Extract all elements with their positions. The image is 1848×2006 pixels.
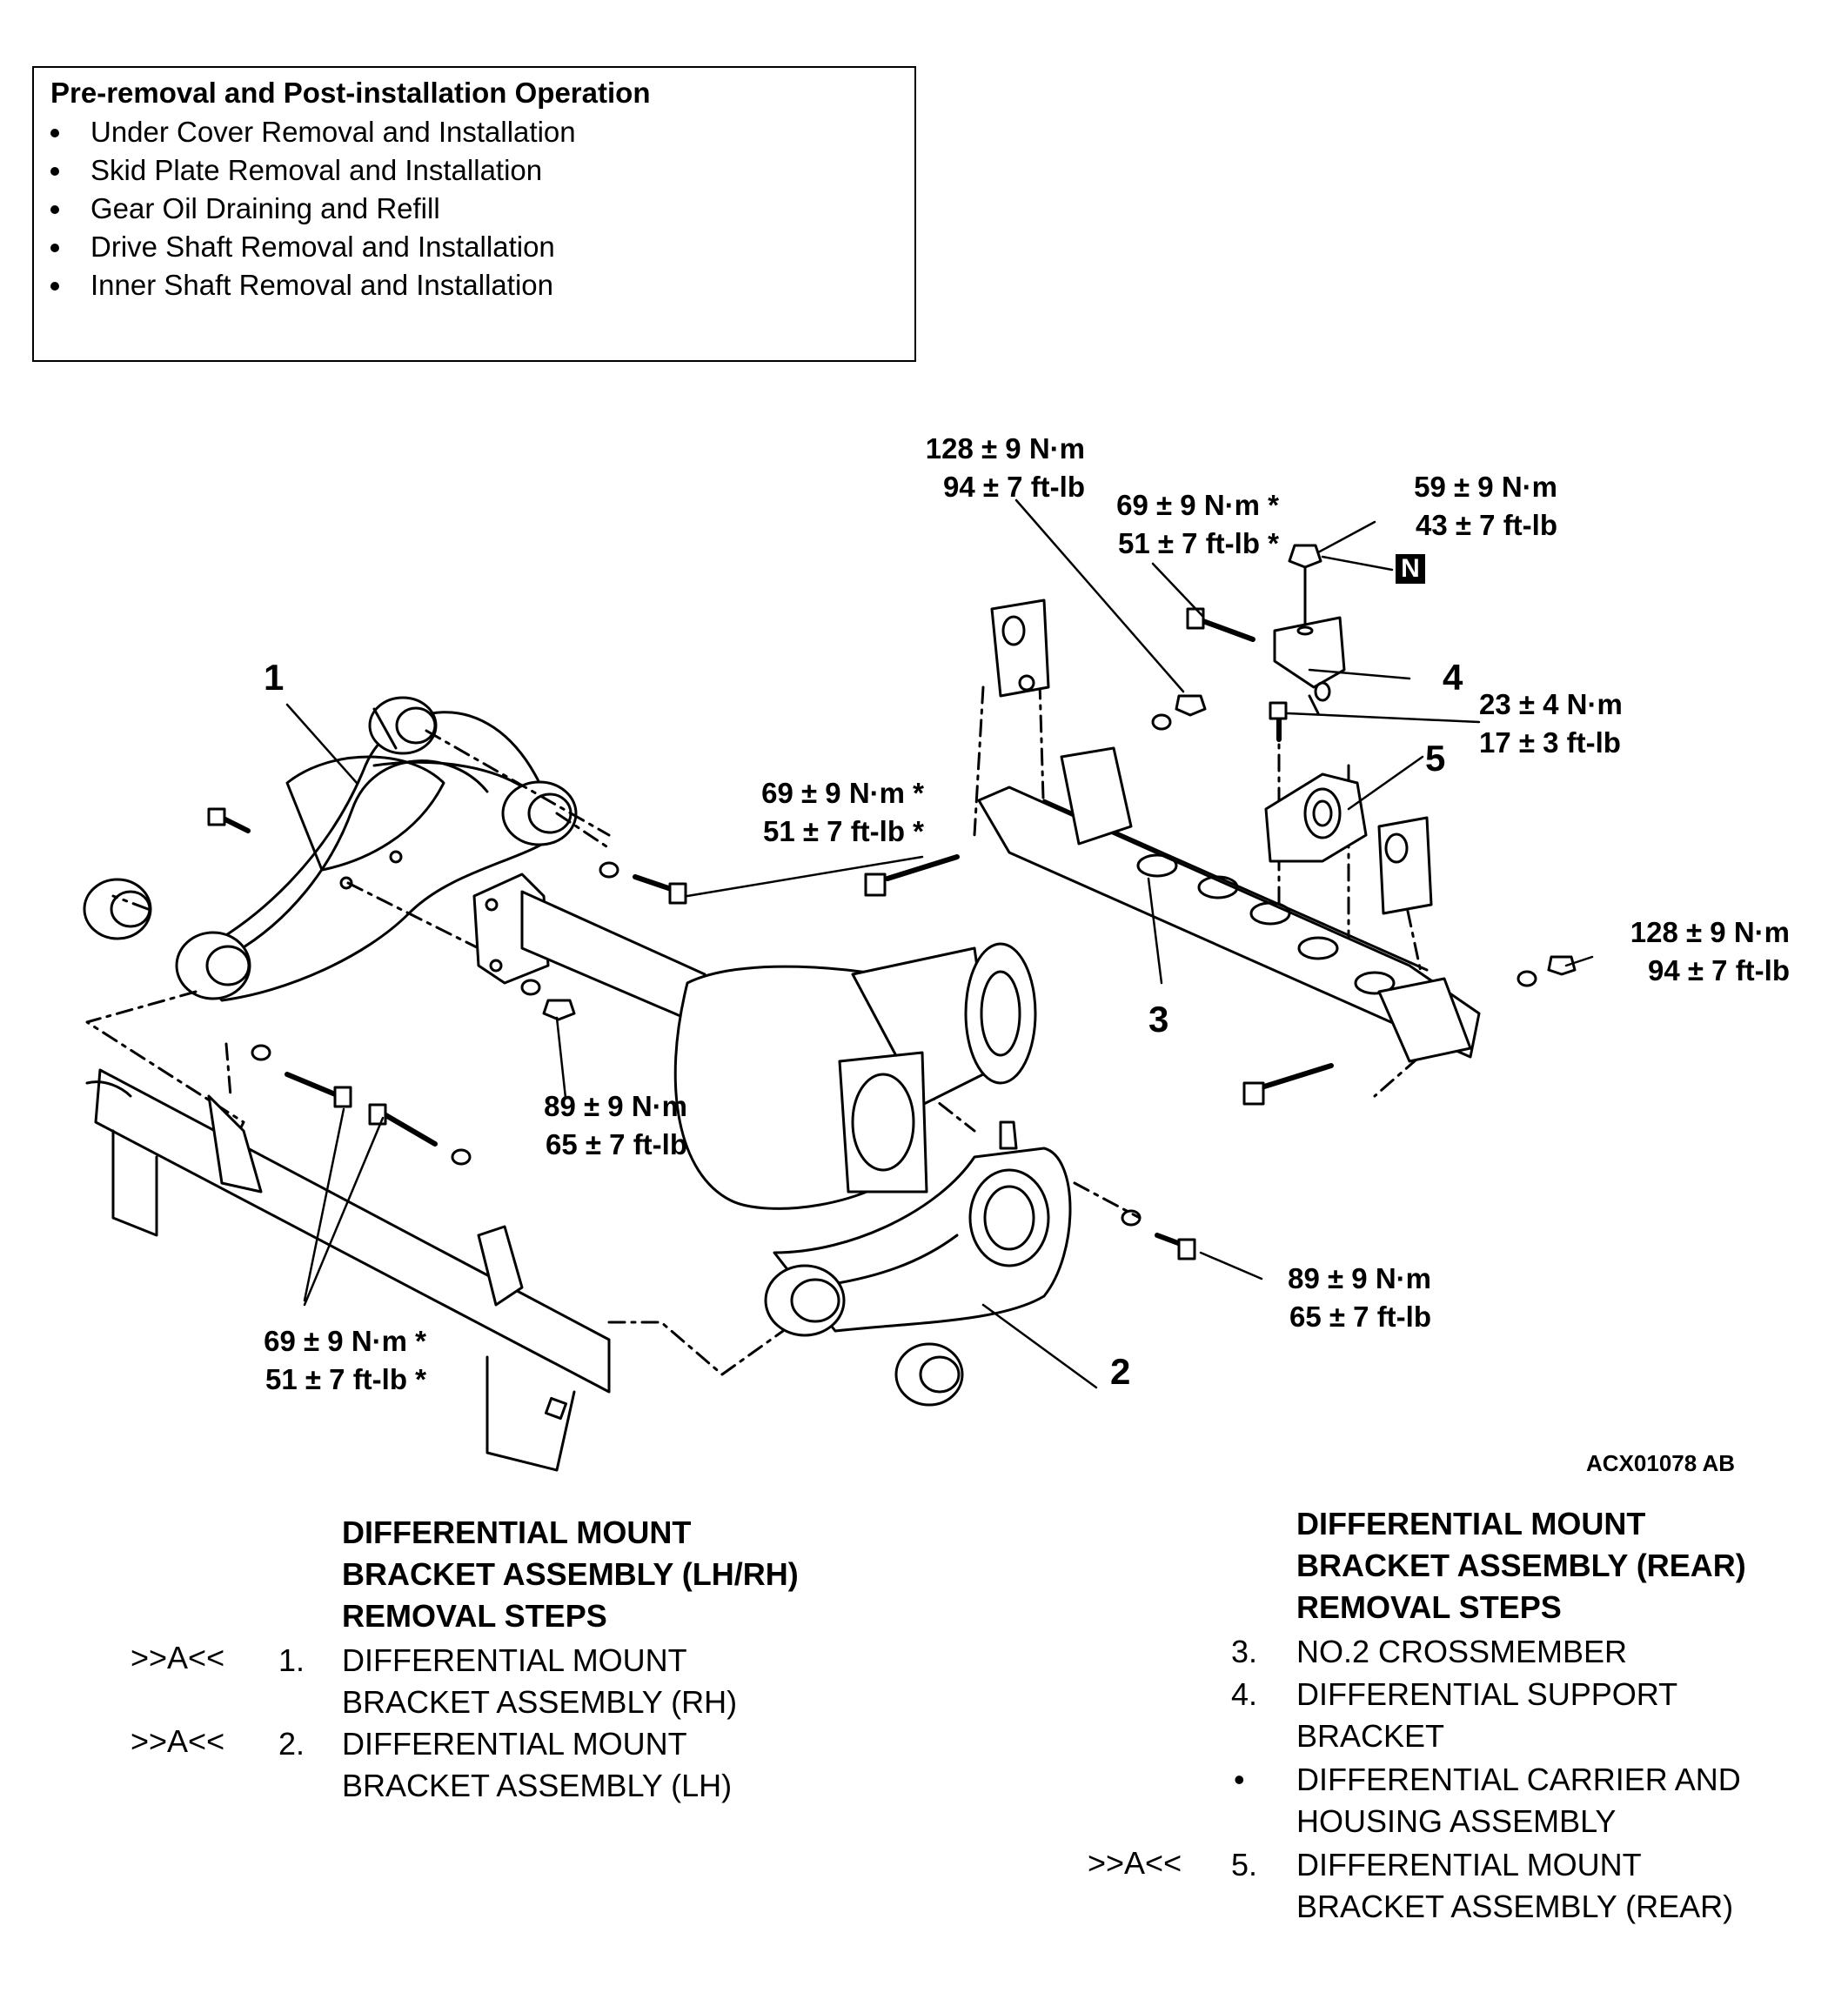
step-text: DIFFERENTIAL SUPPORT BRACKET	[1296, 1676, 1678, 1754]
exploded-view-diagram	[83, 498, 1594, 1472]
callout-2: 2	[1110, 1351, 1131, 1392]
step-text: DIFFERENTIAL MOUNT BRACKET ASSEMBLY (REA…	[1296, 1847, 1734, 1924]
new-part-badge: N	[1396, 554, 1425, 584]
pre-removal-title: Pre-removal and Post-installation Operat…	[50, 77, 651, 109]
procedure-mark: >>A<<	[1088, 1845, 1182, 1881]
callout-4: 4	[1443, 657, 1463, 698]
torque-label: 69 ± 9 N·m *51 ± 7 ft-lb *	[761, 777, 924, 847]
lower-arm-bracket-lh	[764, 1120, 1072, 1407]
pre-removal-item: Drive Shaft Removal and Installation	[50, 228, 576, 266]
callout-3: 3	[1148, 999, 1169, 1040]
step-number: 1.	[278, 1642, 305, 1678]
leader-lines	[285, 498, 1594, 1389]
pre-removal-item: Gear Oil Draining and Refill	[50, 190, 576, 228]
bullet-icon	[50, 244, 59, 252]
callout-5: 5	[1425, 738, 1446, 779]
step-number: 5.	[1231, 1847, 1258, 1882]
bullet-icon	[50, 129, 59, 137]
bullet-icon	[50, 167, 59, 176]
pre-removal-list: Under Cover Removal and Installation Ski…	[50, 113, 576, 304]
figure-code: ACX01078 AB	[1586, 1450, 1736, 1476]
bullet-icon	[50, 205, 59, 214]
procedure-mark: >>A<<	[131, 1723, 225, 1759]
step-text: DIFFERENTIAL CARRIER AND HOUSING ASSEMBL…	[1296, 1762, 1741, 1839]
mount-bracket-rear	[1264, 772, 1368, 863]
procedure-mark: >>A<<	[131, 1640, 225, 1675]
frame-bracket-right	[990, 598, 1433, 915]
pre-removal-item: Skid Plate Removal and Installation	[50, 151, 576, 190]
step-number: 3.	[1231, 1634, 1258, 1669]
step-number: 4.	[1231, 1676, 1258, 1712]
step-text: DIFFERENTIAL MOUNT BRACKET ASSEMBLY (RH)	[342, 1642, 738, 1720]
differential-housing	[472, 873, 1037, 1210]
torque-label: 69 ± 9 N·m *51 ± 7 ft-lb *	[1116, 489, 1279, 559]
right-section-heading: DIFFERENTIAL MOUNT BRACKET ASSEMBLY (REA…	[1296, 1506, 1746, 1625]
step-text: NO.2 CROSSMEMBER	[1296, 1634, 1628, 1669]
callout-1: 1	[264, 657, 285, 698]
fasteners	[207, 607, 1577, 1260]
left-section-heading: DIFFERENTIAL MOUNT BRACKET ASSEMBLY (LH/…	[342, 1515, 799, 1634]
step-text: DIFFERENTIAL MOUNT BRACKET ASSEMBLY (LH)	[342, 1726, 733, 1803]
no2-crossmember	[977, 746, 1481, 1063]
step-number: 2.	[278, 1726, 305, 1762]
pre-removal-item: Inner Shaft Removal and Installation	[50, 266, 576, 304]
bullet-icon	[50, 282, 59, 291]
side-frame-left	[85, 1068, 611, 1472]
differential-support-bracket	[1273, 544, 1346, 715]
upper-arm-bracket-rh	[83, 696, 578, 1002]
pre-removal-item: Under Cover Removal and Installation	[50, 113, 576, 151]
pre-removal-box	[32, 66, 916, 362]
torque-label: 69 ± 9 N·m *51 ± 7 ft-lb *	[264, 1325, 426, 1395]
step-bullet: •	[1234, 1762, 1245, 1797]
